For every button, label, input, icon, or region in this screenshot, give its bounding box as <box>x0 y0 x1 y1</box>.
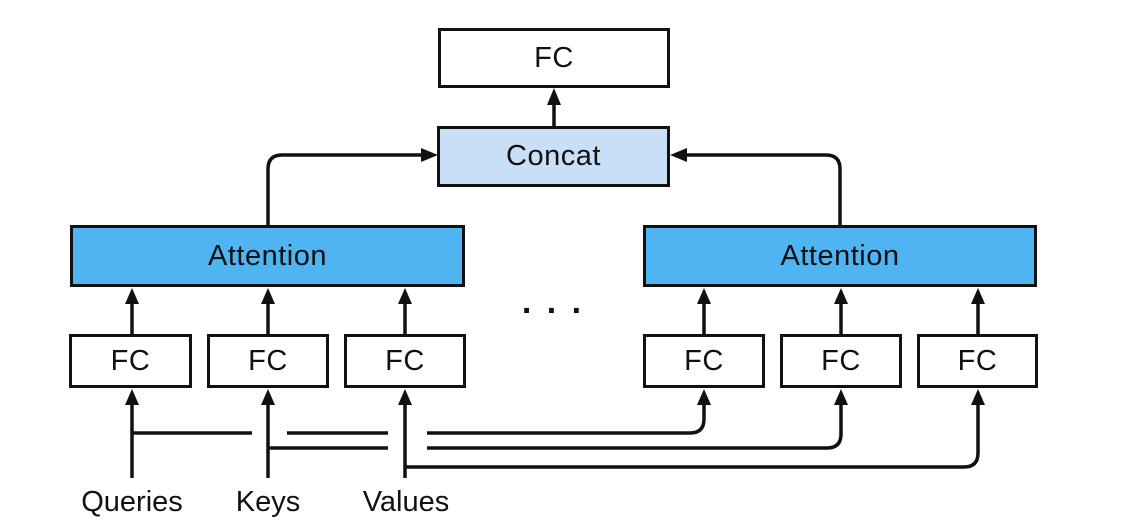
fc-right-1-box: FC <box>643 334 765 388</box>
keys-label: Keys <box>235 486 301 518</box>
arrow-fc2-to-attention-left <box>261 288 275 334</box>
fc-left-3-box: FC <box>344 334 466 388</box>
attention-left-box: Attention <box>70 225 465 287</box>
fc-left-3-label: FC <box>385 344 425 377</box>
fc-right-2-label: FC <box>821 344 861 377</box>
fc-top-box: FC <box>438 28 670 88</box>
arrow-fc5-to-attention-right <box>834 288 848 334</box>
concat-label: Concat <box>506 140 601 172</box>
fc-top-label: FC <box>534 41 574 74</box>
values-line <box>398 389 985 478</box>
arrow-fc6-to-attention-right <box>971 288 985 334</box>
arrow-attention-left-to-concat <box>266 148 438 225</box>
fc-left-1-box: FC <box>69 334 192 388</box>
attention-right-label: Attention <box>780 239 900 272</box>
values-label: Values <box>362 486 450 518</box>
arrow-fc4-to-attention-right <box>697 288 711 334</box>
attention-right-box: Attention <box>643 225 1037 287</box>
fc-left-1-label: FC <box>110 344 151 377</box>
fc-left-2-label: FC <box>248 344 288 377</box>
arrow-fc3-to-attention-left <box>398 288 412 334</box>
keys-line <box>261 389 848 478</box>
fc-right-3-label: FC <box>957 344 998 377</box>
fc-right-3-box: FC <box>917 334 1038 388</box>
fc-right-2-box: FC <box>780 334 902 388</box>
attention-left-label: Attention <box>208 239 327 272</box>
arrow-attention-right-to-concat <box>670 148 842 225</box>
queries-label: Queries <box>81 486 183 518</box>
arrow-fc1-to-attention-left <box>125 288 139 334</box>
queries-line <box>125 389 711 478</box>
concat-box: Concat <box>437 126 670 187</box>
heads-ellipsis: . . . <box>521 283 585 321</box>
arrow-concat-to-fc-top <box>547 88 561 126</box>
fc-right-1-label: FC <box>684 344 724 377</box>
fc-left-2-box: FC <box>207 334 329 388</box>
